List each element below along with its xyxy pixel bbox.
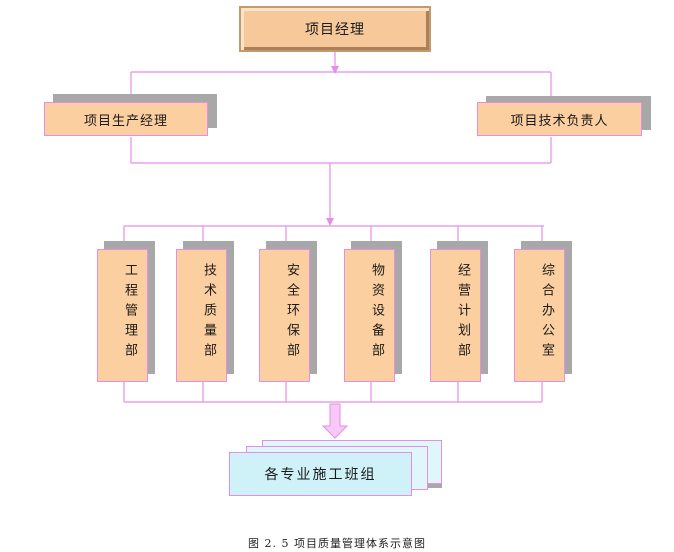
- department-label: 综合办公室: [539, 263, 554, 363]
- department-label: 安全环保部: [284, 263, 299, 363]
- department-label: 技术质量部: [201, 263, 216, 363]
- technical-lead-label: 项目技术负责人: [510, 113, 609, 129]
- department-box: 综合办公室: [514, 249, 565, 382]
- department-box: 物资设备部: [344, 249, 395, 382]
- work-team-label: 各专业施工班组: [264, 467, 377, 483]
- department-box: 经营计划部: [430, 249, 481, 382]
- department-box: 安全环保部: [259, 249, 310, 382]
- project-manager-box: 项目经理: [239, 6, 431, 52]
- department-box: 技术质量部: [176, 249, 227, 382]
- department-label: 物资设备部: [369, 263, 384, 363]
- department-box: 工程管理部: [97, 249, 148, 382]
- figure-caption: 图 2. 5 项目质量管理体系示意图: [248, 537, 426, 550]
- project-manager-label: 项目经理: [305, 22, 365, 38]
- department-label: 经营计划部: [455, 263, 470, 363]
- department-label: 工程管理部: [122, 263, 137, 363]
- work-team-box: 各专业施工班组: [229, 452, 412, 496]
- production-manager-label: 项目生产经理: [83, 113, 168, 129]
- technical-lead-box: 项目技术负责人: [477, 102, 642, 136]
- production-manager-box: 项目生产经理: [44, 102, 208, 136]
